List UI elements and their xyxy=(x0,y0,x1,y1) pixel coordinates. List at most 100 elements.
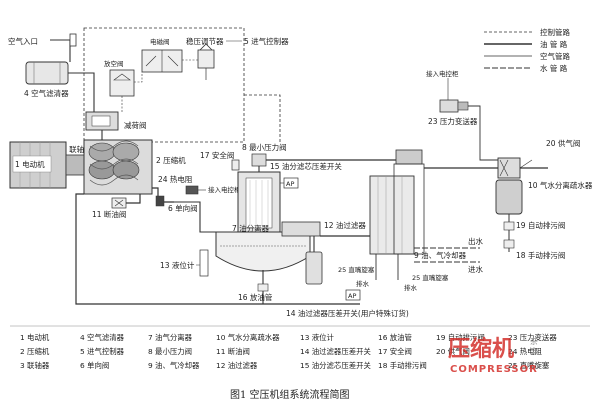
ap-label-2: AP xyxy=(348,292,356,300)
part-item: 1 电动机 xyxy=(20,333,50,342)
legend-water-label: 水 管 路 xyxy=(540,63,568,73)
bypass-label-1: 25 直嘴旋塞 xyxy=(338,265,375,274)
part-item: 25 直嘴旋塞 xyxy=(508,361,550,370)
oil-filter-valve xyxy=(281,221,321,237)
part-item: 18 手动排污阀 xyxy=(378,361,427,370)
filter-outlet-pipe xyxy=(68,72,95,112)
part-item: 23 压力变送器 xyxy=(508,333,557,342)
part-item: 17 安全阀 xyxy=(378,347,412,356)
pressure-regulator xyxy=(197,49,215,69)
level-gauge xyxy=(199,249,209,277)
figure-caption: 图1 空压机组系统流程简图 xyxy=(230,388,350,401)
heater-label: 24 热电阻 xyxy=(158,174,193,184)
control-line-box xyxy=(83,27,245,143)
heater xyxy=(185,185,199,195)
cooler-header xyxy=(395,149,423,165)
legend-air-label: 空气管路 xyxy=(540,51,570,61)
ap-label-1: AP xyxy=(286,180,294,188)
part-item: 10 气水分离疏水器 xyxy=(216,333,280,342)
motor-label: 1 电动机 xyxy=(15,159,45,169)
check-valve xyxy=(155,195,165,207)
manual-drain-valve xyxy=(503,239,515,249)
filter-switch-label: 14 油过滤器压差开关(用户特殊订货) xyxy=(286,308,409,318)
watermark-logo: 压缩机 COMPRESSOR 杂 志 xyxy=(448,336,538,375)
part-item: 14 油过滤器压差开关 xyxy=(300,347,371,356)
check-valve-label: 6 单向阀 xyxy=(168,203,198,213)
air-inlet-label: 空气入口 xyxy=(8,36,38,46)
part-item: 12 油过滤器 xyxy=(216,361,258,370)
legend: 控制管路 油 管 路 空气管路 水 管 路 xyxy=(484,27,570,73)
manual-drain-label: 18 手动排污阀 xyxy=(516,250,565,260)
watermark-side1: 杂 xyxy=(530,337,538,346)
part-item: 15 油分滤芯压差开关 xyxy=(300,361,371,370)
part-item: 6 单向阀 xyxy=(80,361,109,370)
separator-label: 7 油分离器 xyxy=(232,223,270,233)
level-gauge-label: 13 液位计 xyxy=(160,260,195,270)
air-inlet-pipe xyxy=(50,39,71,62)
discharge-pipe xyxy=(152,187,174,203)
parts-list: 1 电动机 4 空气滤清器 7 油气分离器 10 气水分离疏水器 13 液位计 … xyxy=(20,333,557,370)
air-inlet-cap xyxy=(69,33,77,47)
pressure-transmitter xyxy=(439,99,459,113)
supply-valve-body xyxy=(497,157,521,179)
part-item: 13 液位计 xyxy=(300,333,335,342)
oil-cutoff-label: 11 断油阀 xyxy=(92,209,126,219)
part-item: 9 油、气冷却器 xyxy=(148,361,200,370)
air-filter-label: 4 空气滤清器 xyxy=(24,88,69,98)
water-in-label: 进水 xyxy=(468,264,483,274)
drain-pipe-label: 16 放油管 xyxy=(238,292,273,302)
part-item: 11 断油阀 xyxy=(216,347,250,356)
unload-valve-label: 减荷阀 xyxy=(124,120,147,130)
drain-valve xyxy=(257,283,269,292)
cooler-label: 9 油、气冷却器 xyxy=(414,250,467,260)
coupling-label: 3 联轴器 xyxy=(62,144,92,154)
water-out-label: 出水 xyxy=(468,236,483,246)
watermark-en: COMPRESSOR xyxy=(450,364,538,375)
auto-drain-label: 19 自动排污阀 xyxy=(516,220,565,230)
coupling xyxy=(65,154,85,176)
min-pressure-valve xyxy=(251,153,267,167)
drain-label-2: 排水 xyxy=(404,283,418,292)
oil-filter xyxy=(305,251,323,285)
controller-label-2: 接入电控柜 xyxy=(426,69,459,78)
bypass-label-2: 25 直嘴旋塞 xyxy=(412,273,449,282)
part-item: 7 油气分离器 xyxy=(148,333,193,342)
air-filter xyxy=(25,61,69,85)
safety-valve xyxy=(231,159,240,171)
controller-label-1: 接入电控柜 xyxy=(208,185,241,194)
legend-control-label: 控制管路 xyxy=(540,27,570,37)
cooler xyxy=(369,175,415,255)
vent-valve-label: 放空阀 xyxy=(104,59,124,68)
drain-label-1: 排水 xyxy=(356,279,370,288)
sep-switch-label: 15 油分滤芯压差开关 xyxy=(270,161,342,171)
supply-valve-label: 20 供气阀 xyxy=(546,138,580,148)
safety-valve-label: 17 安全阀 xyxy=(200,150,234,160)
legend-oil-label: 油 管 路 xyxy=(540,39,568,49)
watermark-side2: 志 xyxy=(530,346,538,356)
water-separator xyxy=(495,179,523,215)
ap-box-2 xyxy=(345,289,361,301)
part-item: 4 空气滤清器 xyxy=(80,333,125,342)
part-item: 16 放油管 xyxy=(378,333,412,342)
min-pressure-label: 8 最小压力阀 xyxy=(242,142,287,152)
pressure-regulator-label: 稳压调节器 xyxy=(186,36,224,46)
control-line-right xyxy=(244,94,281,142)
part-item: 19 自动排污阀 xyxy=(436,333,485,342)
part-item: 2 压缩机 xyxy=(20,347,50,356)
oil-filter-label: 12 油过滤器 xyxy=(324,220,366,230)
part-item: 8 最小压力阀 xyxy=(148,347,192,356)
auto-drain-valve xyxy=(503,221,515,231)
part-item: 20 供气阀 xyxy=(436,347,470,356)
part-item: 24 热电阻 xyxy=(508,347,543,356)
solenoid-label: 电磁阀 xyxy=(150,37,170,46)
separator-tank xyxy=(215,231,311,272)
part-item: 3 联轴器 xyxy=(20,361,50,370)
compressor-label: 2 压缩机 xyxy=(156,155,186,165)
intake-controller-label: 5 进气控制器 xyxy=(244,36,289,46)
watermark-cn: 压缩机 xyxy=(448,336,514,362)
pressure-transmitter-label: 23 压力变送器 xyxy=(428,116,478,126)
oil-return-line xyxy=(75,193,360,305)
water-separator-label: 10 气水分离疏水器 xyxy=(528,180,593,190)
